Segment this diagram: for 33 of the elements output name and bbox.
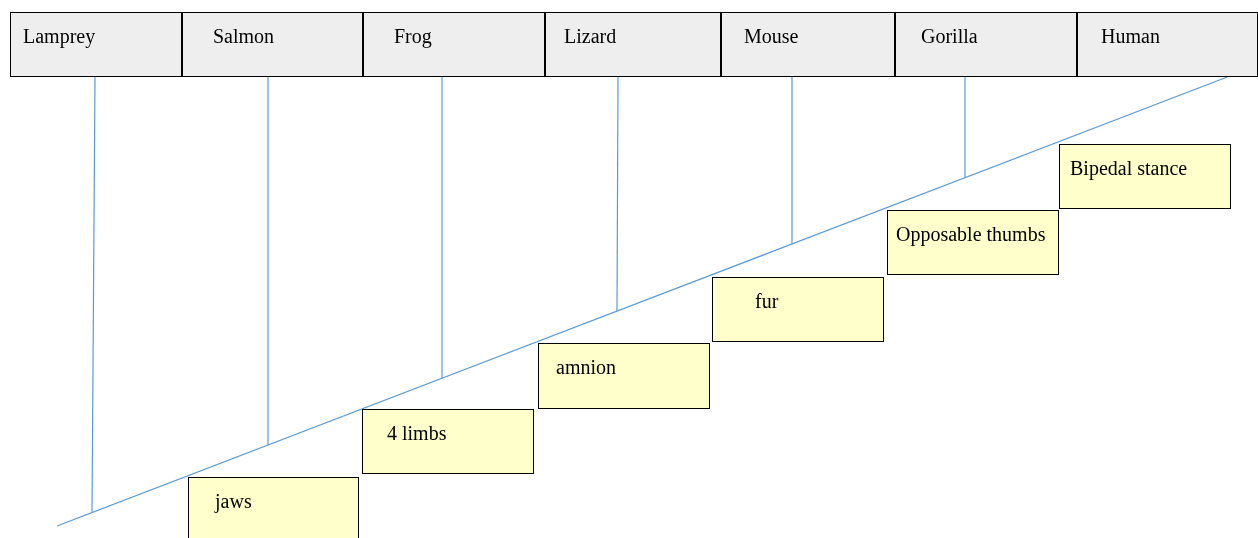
trait-label: amnion [556,356,616,379]
taxon-name: Gorilla [921,25,978,48]
branch-line [791,76,793,245]
taxon-box [10,12,182,77]
trait-box [712,277,884,342]
branch-line [616,76,619,312]
trait-label: Opposable thumbs [896,223,1046,246]
trait-label: jaws [215,490,252,513]
taxon-name: Lizard [564,25,617,48]
trait-box [538,343,710,409]
branch-line [91,76,96,514]
taxon-box [182,12,363,77]
branch-line [964,76,966,179]
trait-label: 4 limbs [387,422,447,445]
trait-box [362,409,534,474]
branch-line [267,76,269,446]
trait-box [887,210,1059,275]
taxon-box [545,12,721,77]
trait-label: fur [755,290,779,313]
taxon-name: Salmon [213,25,275,48]
taxon-name: Frog [394,25,432,48]
taxon-box [363,12,545,77]
main-branch-line [56,76,1228,527]
branch-line [441,76,443,379]
taxon-name: Human [1101,25,1160,48]
taxon-box [1077,12,1258,77]
trait-box [1059,144,1231,209]
taxon-name: Lamprey [23,25,96,48]
taxon-box [895,12,1077,77]
taxon-name: Mouse [744,25,799,48]
trait-label: Bipedal stance [1070,157,1188,180]
taxon-box [721,12,895,77]
trait-box [188,477,359,538]
